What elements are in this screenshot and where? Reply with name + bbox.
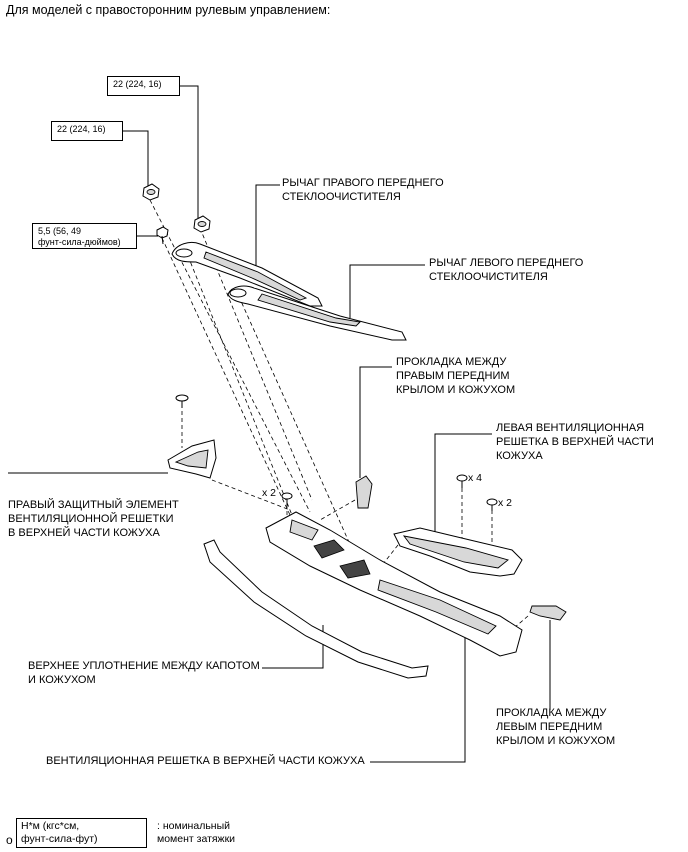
- hood-to-cowl-seal: [203, 539, 429, 679]
- louver-clip-x2-left: [486, 498, 498, 511]
- wiper-arm-nut-right: [193, 215, 211, 233]
- label-hood-to-cowl-seal: ВЕРХНЕЕ УПЛОТНЕНИЕ МЕЖДУ КАПОТОМ И КОЖУХ…: [28, 660, 260, 686]
- quantity-x4: x 4: [468, 472, 483, 484]
- wiper-arm-nut-left: [142, 183, 160, 201]
- legend-description: : номинальный момент затяжки: [157, 820, 236, 845]
- label-cowl-top-louver: ВЕНТИЛЯЦИОННАЯ РЕШЕТКА В ВЕРХНЕЙ ЧАСТИ К…: [46, 755, 365, 767]
- label-left-cowl-louver: ЛЕВАЯ ВЕНТИЛЯЦИОННАЯ РЕШЕТКА В ВЕРХНЕЙ Ч…: [496, 422, 654, 462]
- torque-spec-box: 5,5 (56, 49 фунт-сила-дюймов): [32, 223, 137, 249]
- right-wiper-arm: [171, 241, 323, 307]
- louver-clip-x2-right: [281, 492, 293, 506]
- legend-symbol: o: [6, 833, 13, 847]
- leader-lines: [8, 85, 551, 763]
- left-wiper-arm: [227, 285, 407, 341]
- page-heading: Для моделей с правосторонним рулевым упр…: [6, 3, 331, 17]
- torque-spec-box: 22 (224, 16): [107, 76, 180, 96]
- quantity-x2-left: x 2: [498, 497, 513, 509]
- label-right-fender-seal: ПРОКЛАДКА МЕЖДУ ПРАВЫМ ПЕРЕДНИМ КРЫЛОМ И…: [396, 356, 516, 396]
- right-louver-guard: [167, 439, 217, 479]
- wiper-cap-bolt: [156, 226, 169, 245]
- label-right-louver-guard: ПРАВЫЙ ЗАЩИТНЫЙ ЭЛЕМЕНТ ВЕНТИЛЯЦИОННОЙ Р…: [8, 499, 179, 539]
- label-left-wiper-arm: РЫЧАГ ЛЕВОГО ПЕРЕДНЕГО СТЕКЛООЧИСТИТЕЛЯ: [429, 257, 584, 283]
- label-left-fender-seal: ПРОКЛАДКА МЕЖДУ ЛЕВЫМ ПЕРЕДНИМ КРЫЛОМ И …: [496, 707, 616, 747]
- right-fender-seal: [355, 475, 373, 509]
- cowl-top-louver: [265, 511, 523, 657]
- label-right-wiper-arm: РЫЧАГ ПРАВОГО ПЕРЕДНЕГО СТЕКЛООЧИСТИТЕЛЯ: [282, 177, 444, 203]
- legend-torque-box: Н*м (кгс*см, фунт-сила-фут): [16, 818, 147, 848]
- torque-spec-box: 22 (224, 16): [51, 121, 123, 141]
- guard-clip: [175, 394, 189, 408]
- louver-clip-x4: [456, 474, 468, 488]
- quantity-x2-right: x 2: [262, 487, 277, 499]
- left-fender-seal: [529, 605, 567, 621]
- left-cowl-louver: [393, 527, 523, 577]
